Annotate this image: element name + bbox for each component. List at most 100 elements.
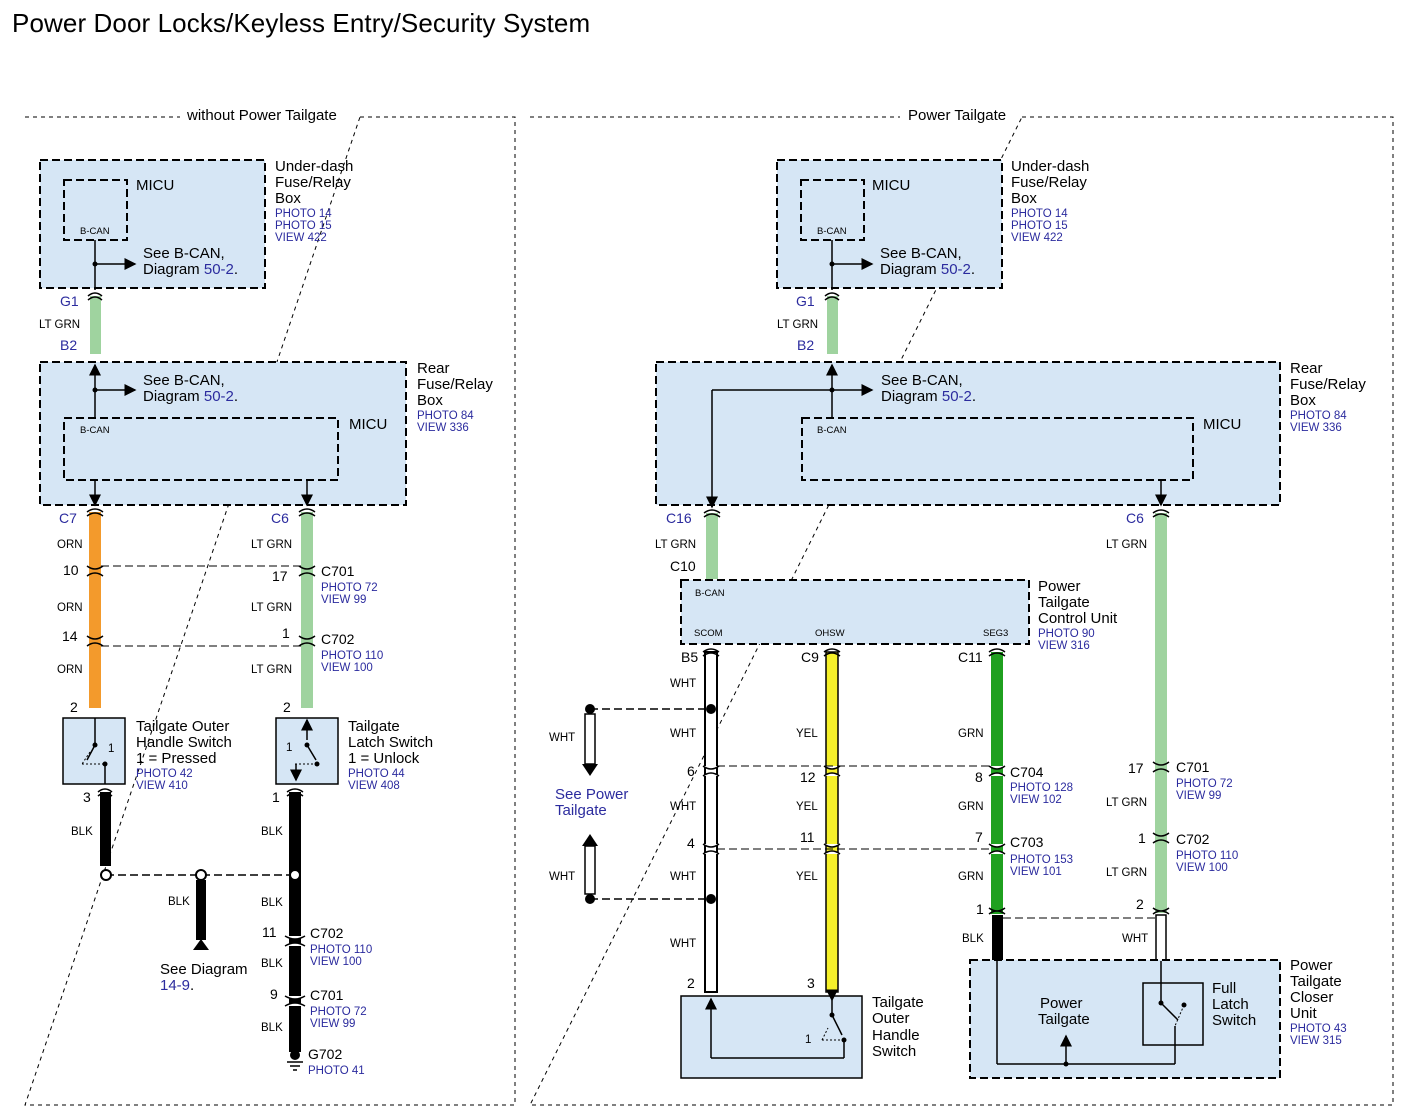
diagram-label: C701 <box>310 987 344 1003</box>
diagram-label: B5 <box>681 649 698 665</box>
diagram-label: YEL <box>796 728 818 740</box>
diagram-link[interactable]: 50-2 <box>204 261 234 278</box>
diagram-label: 1 = Unlock <box>348 750 420 767</box>
diagram-shape <box>801 417 1194 481</box>
diagram-label: C701 <box>1176 759 1210 775</box>
wire-line <box>1160 1002 1179 1021</box>
diagram-label[interactable]: PHOTO 72 <box>321 582 378 594</box>
diagram-label: WHT <box>670 678 696 690</box>
wire-path <box>284 995 306 1007</box>
diagram-label: See Diagram <box>160 961 248 978</box>
diagram-label: BLK <box>168 896 190 908</box>
diagram-label[interactable]: PHOTO 153 <box>1010 854 1073 866</box>
wire-path <box>86 508 104 517</box>
diagram-shape <box>825 651 839 993</box>
diagram-label-part: . <box>190 977 194 994</box>
diagram-label[interactable]: PHOTO 84 <box>417 410 474 422</box>
diagram-label: Outer <box>872 1010 910 1027</box>
diagram-label[interactable]: PHOTO 128 <box>1010 782 1073 794</box>
diagram-label[interactable]: PHOTO 41 <box>308 1065 365 1077</box>
diagram-label[interactable]: VIEW 422 <box>275 232 327 244</box>
diagram-label: B2 <box>60 337 77 353</box>
diagram-label: 1 <box>1138 830 1146 846</box>
diagram-shape <box>992 915 1003 961</box>
diagram-label: C702 <box>310 925 344 941</box>
see-power-tailgate-link[interactable]: Tailgate <box>555 802 607 819</box>
diagram-label[interactable]: PHOTO 72 <box>1176 778 1233 790</box>
diagram-label[interactable]: PHOTO 15 <box>1011 220 1068 232</box>
diagram-label[interactable]: PHOTO 110 <box>321 650 383 662</box>
diagram-label[interactable]: VIEW 99 <box>310 1018 355 1030</box>
wire-path <box>87 292 103 301</box>
diagram-label[interactable]: VIEW 100 <box>310 956 362 968</box>
diagram-label: Fuse/Relay <box>1011 174 1087 191</box>
diagram-label: LT GRN <box>251 664 292 676</box>
diagram-shape <box>1155 513 1167 913</box>
diagram-label-part: 14-9 <box>160 977 190 994</box>
diagram-label: LT GRN <box>251 602 292 614</box>
diagram-label[interactable]: VIEW 100 <box>321 662 373 674</box>
wire-c16-c10: C16 LT GRN C10 <box>655 509 721 579</box>
wire-path <box>702 765 720 777</box>
wire-path <box>1152 907 1170 915</box>
diagram-link[interactable]: 50-2 <box>942 388 972 405</box>
diagram-label[interactable]: VIEW 102 <box>1010 794 1062 806</box>
diagram-shape <box>704 651 718 993</box>
wire-wht-scom: B5 WHT WHT 6 WHT 4 WHT WHT 2 <box>670 648 720 993</box>
diagram-label: ORN <box>57 664 83 676</box>
diagram-label[interactable]: PHOTO 84 <box>1290 410 1347 422</box>
diagram-label[interactable]: PHOTO 14 <box>1011 208 1068 220</box>
diagram-label[interactable]: VIEW 410 <box>136 780 188 792</box>
diagram-shape <box>706 513 718 579</box>
ground-g702: G702 PHOTO 41 <box>308 1046 365 1077</box>
diagram-link[interactable]: 50-2 <box>941 261 971 278</box>
wire-path <box>824 292 840 301</box>
diagram-label[interactable]: PHOTO 110 <box>1176 850 1238 862</box>
diagram-label[interactable]: VIEW 99 <box>1176 790 1221 802</box>
diagram-label[interactable]: VIEW 422 <box>1011 232 1063 244</box>
diagram-label: 10 <box>63 562 79 578</box>
diagram-label[interactable]: PHOTO 44 <box>348 768 405 780</box>
diagram-label[interactable]: VIEW 336 <box>417 422 469 434</box>
diagram-label[interactable]: PHOTO 15 <box>275 220 332 232</box>
diagram-label[interactable]: PHOTO 110 <box>310 944 372 956</box>
diagram-label: LT GRN <box>1106 867 1147 879</box>
section-frame-right: Power Tailgate <box>529 107 1394 1106</box>
diagram-label[interactable]: VIEW 99 <box>321 594 366 606</box>
diagram-label: Power <box>1040 995 1083 1012</box>
diagram-label: Handle <box>872 1027 920 1044</box>
diagram-link[interactable]: 14-9. <box>160 977 194 994</box>
diagram-label[interactable]: VIEW 315 <box>1290 1035 1342 1047</box>
diagram-label: Closer <box>1290 989 1333 1006</box>
wire-path <box>298 565 316 577</box>
see-power-tailgate-link[interactable]: See Power <box>555 786 628 803</box>
diagram-label[interactable]: VIEW 101 <box>1010 866 1062 878</box>
diagram-label: WHT <box>670 728 696 740</box>
wire-line <box>81 751 91 765</box>
diagram-label: See B-CAN, <box>143 372 225 389</box>
diagram-label: Tailgate <box>872 994 924 1011</box>
diagram-label: Tailgate <box>1290 973 1342 990</box>
diagram-label: BLK <box>261 826 283 838</box>
diagram-link[interactable]: 50-2 <box>204 388 234 405</box>
connector-c703: C703 PHOTO 153 VIEW 101 <box>1010 834 1073 878</box>
diagram-label: LT GRN <box>251 539 292 551</box>
diagram-label[interactable]: VIEW 336 <box>1290 422 1342 434</box>
diagram-label[interactable]: PHOTO 90 <box>1038 628 1095 640</box>
diagram-label[interactable]: PHOTO 14 <box>275 208 332 220</box>
wire-ltgrn-left: C6 LT GRN 17 LT GRN 1 LT GRN 2 <box>251 508 316 715</box>
diagram-label: C704 <box>1010 764 1044 780</box>
diagram-label[interactable]: PHOTO 43 <box>1290 1023 1347 1035</box>
diagram-label: Latch Switch <box>348 734 433 751</box>
diagram-label: See B-CAN, <box>881 372 963 389</box>
diagram-label: 17 <box>1128 760 1144 776</box>
wire-path <box>988 765 1006 777</box>
diagram-label[interactable]: PHOTO 42 <box>136 768 193 780</box>
micu-label: MICU <box>136 177 174 194</box>
diagram-label[interactable]: VIEW 100 <box>1176 862 1228 874</box>
diagram-label[interactable]: VIEW 408 <box>348 780 400 792</box>
diagram-label[interactable]: VIEW 316 <box>1038 640 1090 652</box>
diagram-label: LT GRN <box>1106 797 1147 809</box>
diagram-shape <box>655 361 1281 506</box>
diagram-label[interactable]: PHOTO 72 <box>310 1006 367 1018</box>
